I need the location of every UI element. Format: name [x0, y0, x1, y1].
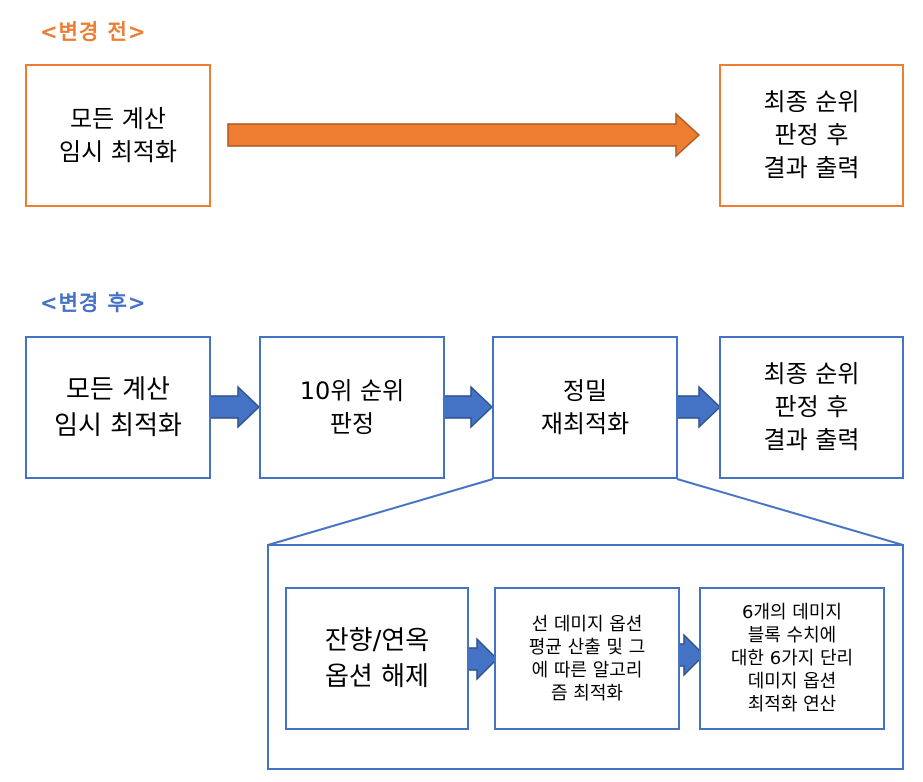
- before-heading: <변경 전>: [40, 20, 147, 44]
- before-end-label: 최종 순위 판정 후 결과 출력: [763, 88, 860, 182]
- after-step-3: 정밀 재최적화: [492, 336, 678, 479]
- after-step-2: 10위 순위 판정: [259, 336, 445, 479]
- after-step-1: 모든 계산 임시 최적화: [25, 336, 211, 479]
- after-heading: <변경 후>: [40, 291, 147, 315]
- before-start-box: 모든 계산 임시 최적화: [25, 64, 211, 207]
- detail-step-3: 6개의 데미지 블록 수치에 대한 6가지 단리 데미지 옵션 최적화 연산: [699, 587, 885, 730]
- zoom-line-left: [267, 478, 494, 546]
- detail-step-2: 선 데미지 옵션 평균 산출 및 그 에 따른 알고리 즘 최적화: [494, 587, 680, 730]
- after-step-2-label: 10위 순위 판정: [299, 376, 405, 438]
- after-arrow-1: [209, 385, 261, 429]
- detail-step-1: 잔향/연옥 옵션 해제: [285, 587, 469, 730]
- before-arrow: [227, 112, 701, 158]
- before-start-label: 모든 계산 임시 최적화: [58, 104, 178, 166]
- detail-step-3-label: 6개의 데미지 블록 수치에 대한 6가지 단리 데미지 옵션 최적화 연산: [730, 602, 854, 715]
- before-end-box: 최종 순위 판정 후 결과 출력: [719, 64, 904, 207]
- after-arrow-3: [676, 385, 722, 429]
- after-arrow-2: [443, 385, 494, 429]
- after-step-1-label: 모든 계산 임시 최적화: [54, 374, 182, 441]
- detail-step-1-label: 잔향/연옥 옵션 해제: [324, 625, 430, 692]
- zoom-line-right: [676, 478, 904, 546]
- after-step-3-label: 정밀 재최적화: [540, 376, 630, 438]
- after-step-4: 최종 순위 판정 후 결과 출력: [719, 336, 904, 479]
- detail-panel: [267, 544, 904, 770]
- after-step-4-label: 최종 순위 판정 후 결과 출력: [763, 360, 860, 454]
- detail-step-2-label: 선 데미지 옵션 평균 산출 및 그 에 따른 알고리 즘 최적화: [528, 613, 646, 704]
